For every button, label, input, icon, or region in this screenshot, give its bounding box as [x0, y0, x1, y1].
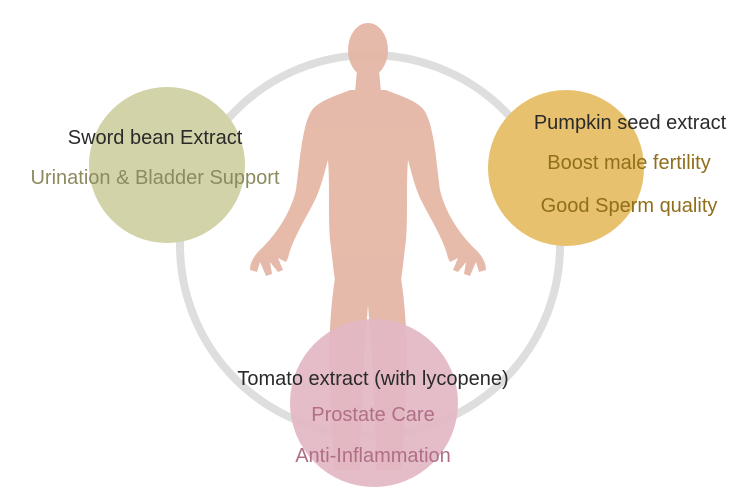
- sword-bean-benefit-1: Urination & Bladder Support: [30, 167, 280, 189]
- pumpkin-seed-benefit-1: Boost male fertility: [547, 152, 711, 174]
- tomato-benefit-1: Prostate Care: [311, 404, 435, 426]
- pumpkin-seed-name: Pumpkin seed extract: [533, 112, 727, 134]
- tomato-benefit-2: Anti-Inflammation: [295, 445, 451, 467]
- tomato-name: Tomato extract (with lycopene): [237, 368, 509, 390]
- pumpkin-seed-circle: [488, 90, 644, 246]
- sword-bean-name: Sword bean Extract: [67, 127, 243, 149]
- sword-bean-circle: [89, 87, 245, 243]
- pumpkin-seed-benefit-2: Good Sperm quality: [540, 195, 718, 217]
- tomato-circle: [290, 319, 458, 487]
